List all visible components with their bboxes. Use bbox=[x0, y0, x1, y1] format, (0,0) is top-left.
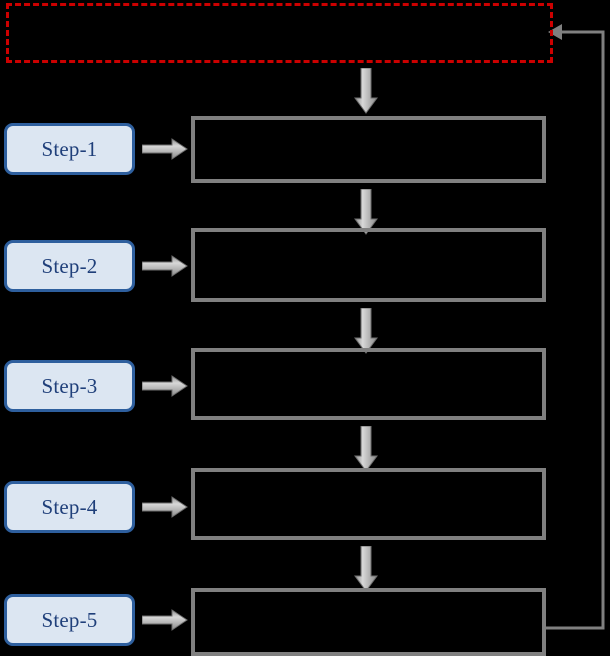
flow-arrow-down-3 bbox=[354, 308, 378, 354]
step-3-label: Step-3 bbox=[41, 373, 98, 398]
highlighted-input-box bbox=[6, 3, 553, 63]
flow-arrow-down-1 bbox=[354, 68, 378, 114]
sidebar-item-step-2[interactable]: Step-2 bbox=[4, 240, 135, 292]
sidebar-item-step-4[interactable]: Step-4 bbox=[4, 481, 135, 533]
sidebar-item-step-3[interactable]: Step-3 bbox=[4, 360, 135, 412]
sidebar-item-step-5[interactable]: Step-5 bbox=[4, 594, 135, 646]
step-1-label: Step-1 bbox=[41, 136, 98, 161]
step-1-content-box bbox=[191, 116, 546, 183]
step-2-label: Step-2 bbox=[41, 253, 98, 278]
step-arrow-right-5 bbox=[142, 609, 188, 631]
step-2-content-box bbox=[191, 228, 546, 302]
sidebar-item-step-1[interactable]: Step-1 bbox=[4, 123, 135, 175]
step-4-content-box bbox=[191, 468, 546, 540]
step-5-content-box bbox=[191, 588, 546, 656]
flow-arrow-down-2 bbox=[354, 189, 378, 235]
step-arrow-right-2 bbox=[142, 255, 188, 277]
flow-arrow-down-5 bbox=[354, 546, 378, 592]
step-4-label: Step-4 bbox=[41, 494, 98, 519]
step-3-content-box bbox=[191, 348, 546, 420]
step-arrow-right-3 bbox=[142, 375, 188, 397]
flow-arrow-down-4 bbox=[354, 426, 378, 472]
step-arrow-right-4 bbox=[142, 496, 188, 518]
step-arrow-right-1 bbox=[142, 138, 188, 160]
step-5-label: Step-5 bbox=[41, 607, 98, 632]
